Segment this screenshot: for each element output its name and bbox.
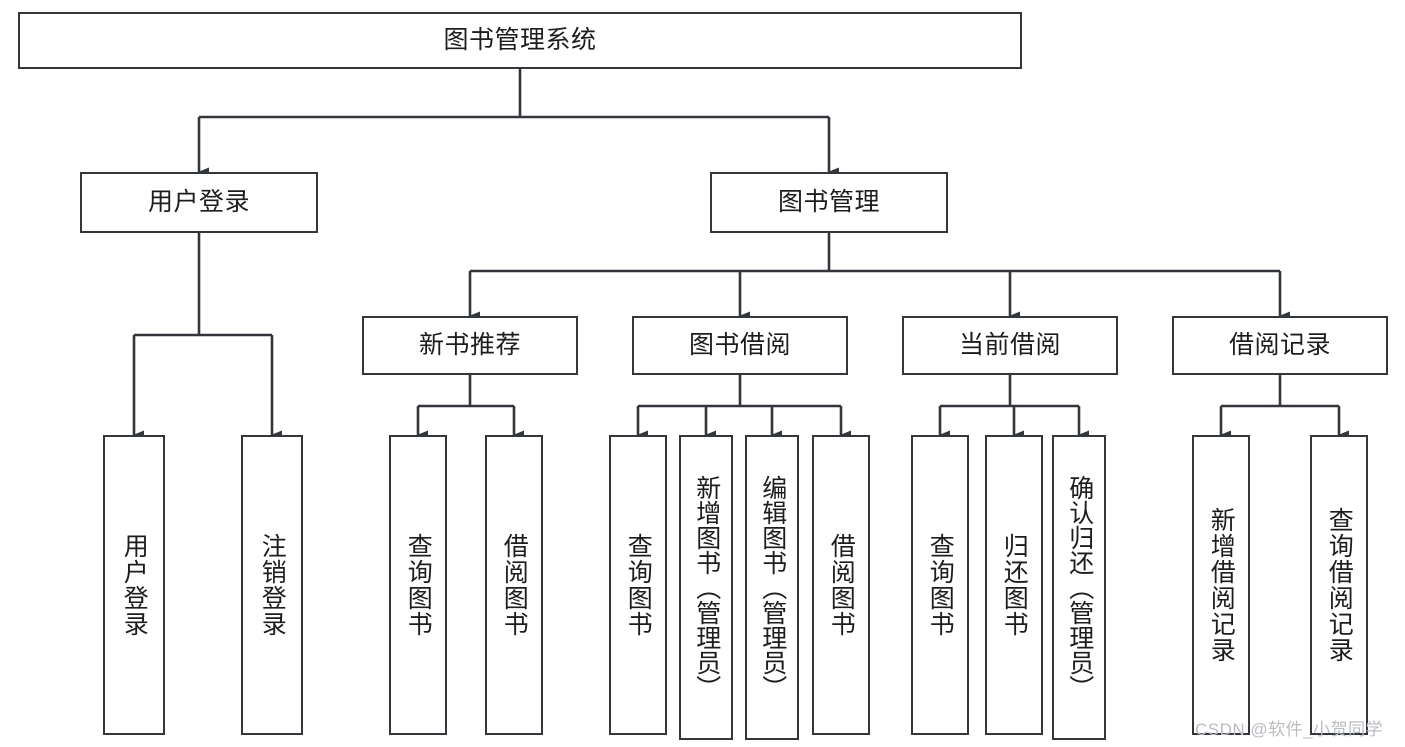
node-leaf-add-record[interactable]: 新增借阅记录 — [1192, 435, 1250, 735]
node-leaf-query-book-1[interactable]: 查询图书 — [389, 435, 447, 735]
node-leaf-confirm-return[interactable]: 确认归还（管理员） — [1052, 435, 1106, 740]
node-leaf-return-book[interactable]: 归还图书 — [985, 435, 1043, 735]
node-leaf-borrow-book-2[interactable]: 借阅图书 — [812, 435, 870, 735]
node-root[interactable]: 图书管理系统 — [18, 12, 1022, 69]
node-leaf-query-book-2[interactable]: 查询图书 — [609, 435, 667, 735]
node-leaf-query-book-3[interactable]: 查询图书 — [911, 435, 969, 735]
node-leaf-query-record[interactable]: 查询借阅记录 — [1310, 435, 1368, 735]
node-borrow-record[interactable]: 借阅记录 — [1172, 316, 1388, 375]
node-book-borrow[interactable]: 图书借阅 — [632, 316, 848, 375]
node-book-manage[interactable]: 图书管理 — [710, 172, 948, 233]
node-user-login[interactable]: 用户登录 — [80, 172, 318, 233]
node-leaf-borrow-book-1[interactable]: 借阅图书 — [485, 435, 543, 735]
node-leaf-edit-book[interactable]: 编辑图书（管理员） — [745, 435, 799, 740]
csdn-watermark: CSDN @软件_小贺同学 — [1195, 720, 1384, 739]
node-new-book-rec[interactable]: 新书推荐 — [362, 316, 578, 375]
node-current-borrow[interactable]: 当前借阅 — [902, 316, 1118, 375]
node-leaf-logout[interactable]: 注销登录 — [241, 435, 303, 735]
node-leaf-user-login[interactable]: 用户登录 — [103, 435, 165, 735]
node-leaf-add-book[interactable]: 新增图书（管理员） — [679, 435, 733, 740]
